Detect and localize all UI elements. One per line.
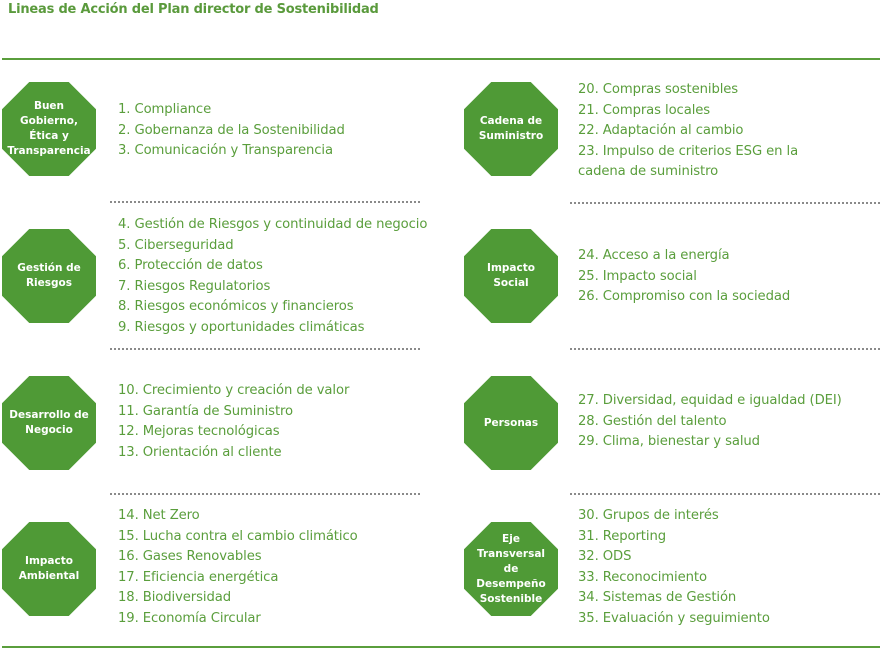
action-list: 27. Diversidad, equidad e igualdad (DEI)… [578,391,842,453]
category-label: Gestión de Riesgos [17,262,81,289]
list-item: 27. Diversidad, equidad e igualdad (DEI) [578,393,842,408]
list-item: 2. Gobernanza de la Sostenibilidad [118,122,345,138]
category-badge: Personas [464,376,558,470]
category-badge: Eje Transversal de Desempeño Sostenible [464,522,558,616]
list-item: 8. Riesgos económicos y financieros [118,299,354,314]
category-label: Eje Transversal de Desempeño Sostenible [476,532,546,605]
list-item: 26. Compromiso con la sociedad [578,289,791,304]
list-item: 6. Protección de datos [118,258,263,273]
list-item: 9. Riesgos y oportunidades climáticas [118,319,365,335]
list-item: 4. Gestión de Riesgos y continuidad de n… [118,217,428,232]
action-list: 14. Net Zero 15. Lucha contra el cambio … [118,506,358,629]
list-item: 16. Gases Renovables [118,549,262,564]
top-divider [2,58,880,60]
list-item: 17. Eficiencia energética [118,569,279,585]
right-separator [570,348,880,350]
right-separator [570,202,880,204]
list-item: 18. Biodiversidad [118,590,231,605]
list-item: 12. Mejoras tecnológicas [118,424,280,439]
list-item: 29. Clima, bienestar y salud [578,434,760,449]
category-label: Buen Gobierno, Ética y Transparencia [7,100,91,157]
list-item: 22. Adaptación al cambio [578,123,744,138]
list-item: 34. Sistemas de Gestión [578,590,737,605]
category-label: Desarrollo de Negocio [9,409,89,436]
list-item: 32. ODS [578,549,632,564]
list-item: 10. Crecimiento y creación de valor [118,383,350,398]
action-list: 4. Gestión de Riesgos y continuidad de n… [118,215,427,338]
action-list: 1. Compliance 2. Gobernanza de la Sosten… [118,100,345,162]
list-item: 5. Ciberseguridad [118,237,234,253]
action-list: 30. Grupos de interés 31. Reporting 32. … [578,506,770,629]
list-item: 33. Reconocimiento [578,569,707,585]
list-item: 23. Impulso de criterios ESG en la caden… [578,143,799,180]
list-item: 21. Compras locales [578,102,711,118]
right-separator [570,493,880,495]
category-label: Impacto Social [487,262,535,289]
left-separator [110,201,420,203]
list-item: 30. Grupos de interés [578,508,719,523]
list-item: 24. Acceso a la energía [578,248,730,263]
list-item: 25. Impacto social [578,268,697,284]
page-title: Lineas de Acción del Plan director de So… [8,2,379,17]
action-list: 24. Acceso a la energía 25. Impacto soci… [578,246,790,308]
category-badge: Gestión de Riesgos [2,229,96,323]
list-item: 15. Lucha contra el cambio climático [118,528,358,544]
action-list: 20. Compras sostenibles 21. Compras loca… [578,80,818,183]
action-list: 10. Crecimiento y creación de valor 11. … [118,381,349,463]
list-item: 7. Riesgos Regulatorios [118,278,271,294]
list-item: 20. Compras sostenibles [578,82,739,97]
category-label: Impacto Ambiental [18,555,80,582]
list-item: 31. Reporting [578,528,666,544]
list-item: 11. Garantía de Suministro [118,403,294,419]
category-badge: Desarrollo de Negocio [2,376,96,470]
category-badge: Buen Gobierno, Ética y Transparencia [2,82,96,176]
bottom-divider [2,646,880,648]
list-item: 1. Compliance [118,102,212,117]
list-item: 13. Orientación al cliente [118,444,282,460]
category-badge: Impacto Social [464,229,558,323]
left-separator [110,493,420,495]
list-item: 14. Net Zero [118,508,200,523]
category-badge: Impacto Ambiental [2,522,96,616]
list-item: 19. Economía Circular [118,610,261,626]
list-item: 28. Gestión del talento [578,413,727,429]
category-badge: Cadena de Suministro [464,82,558,176]
list-item: 35. Evaluación y seguimiento [578,610,770,626]
category-label: Personas [483,416,539,429]
left-separator [110,348,420,350]
category-label: Cadena de Suministro [478,115,544,142]
list-item: 3. Comunicación y Transparencia [118,143,333,158]
